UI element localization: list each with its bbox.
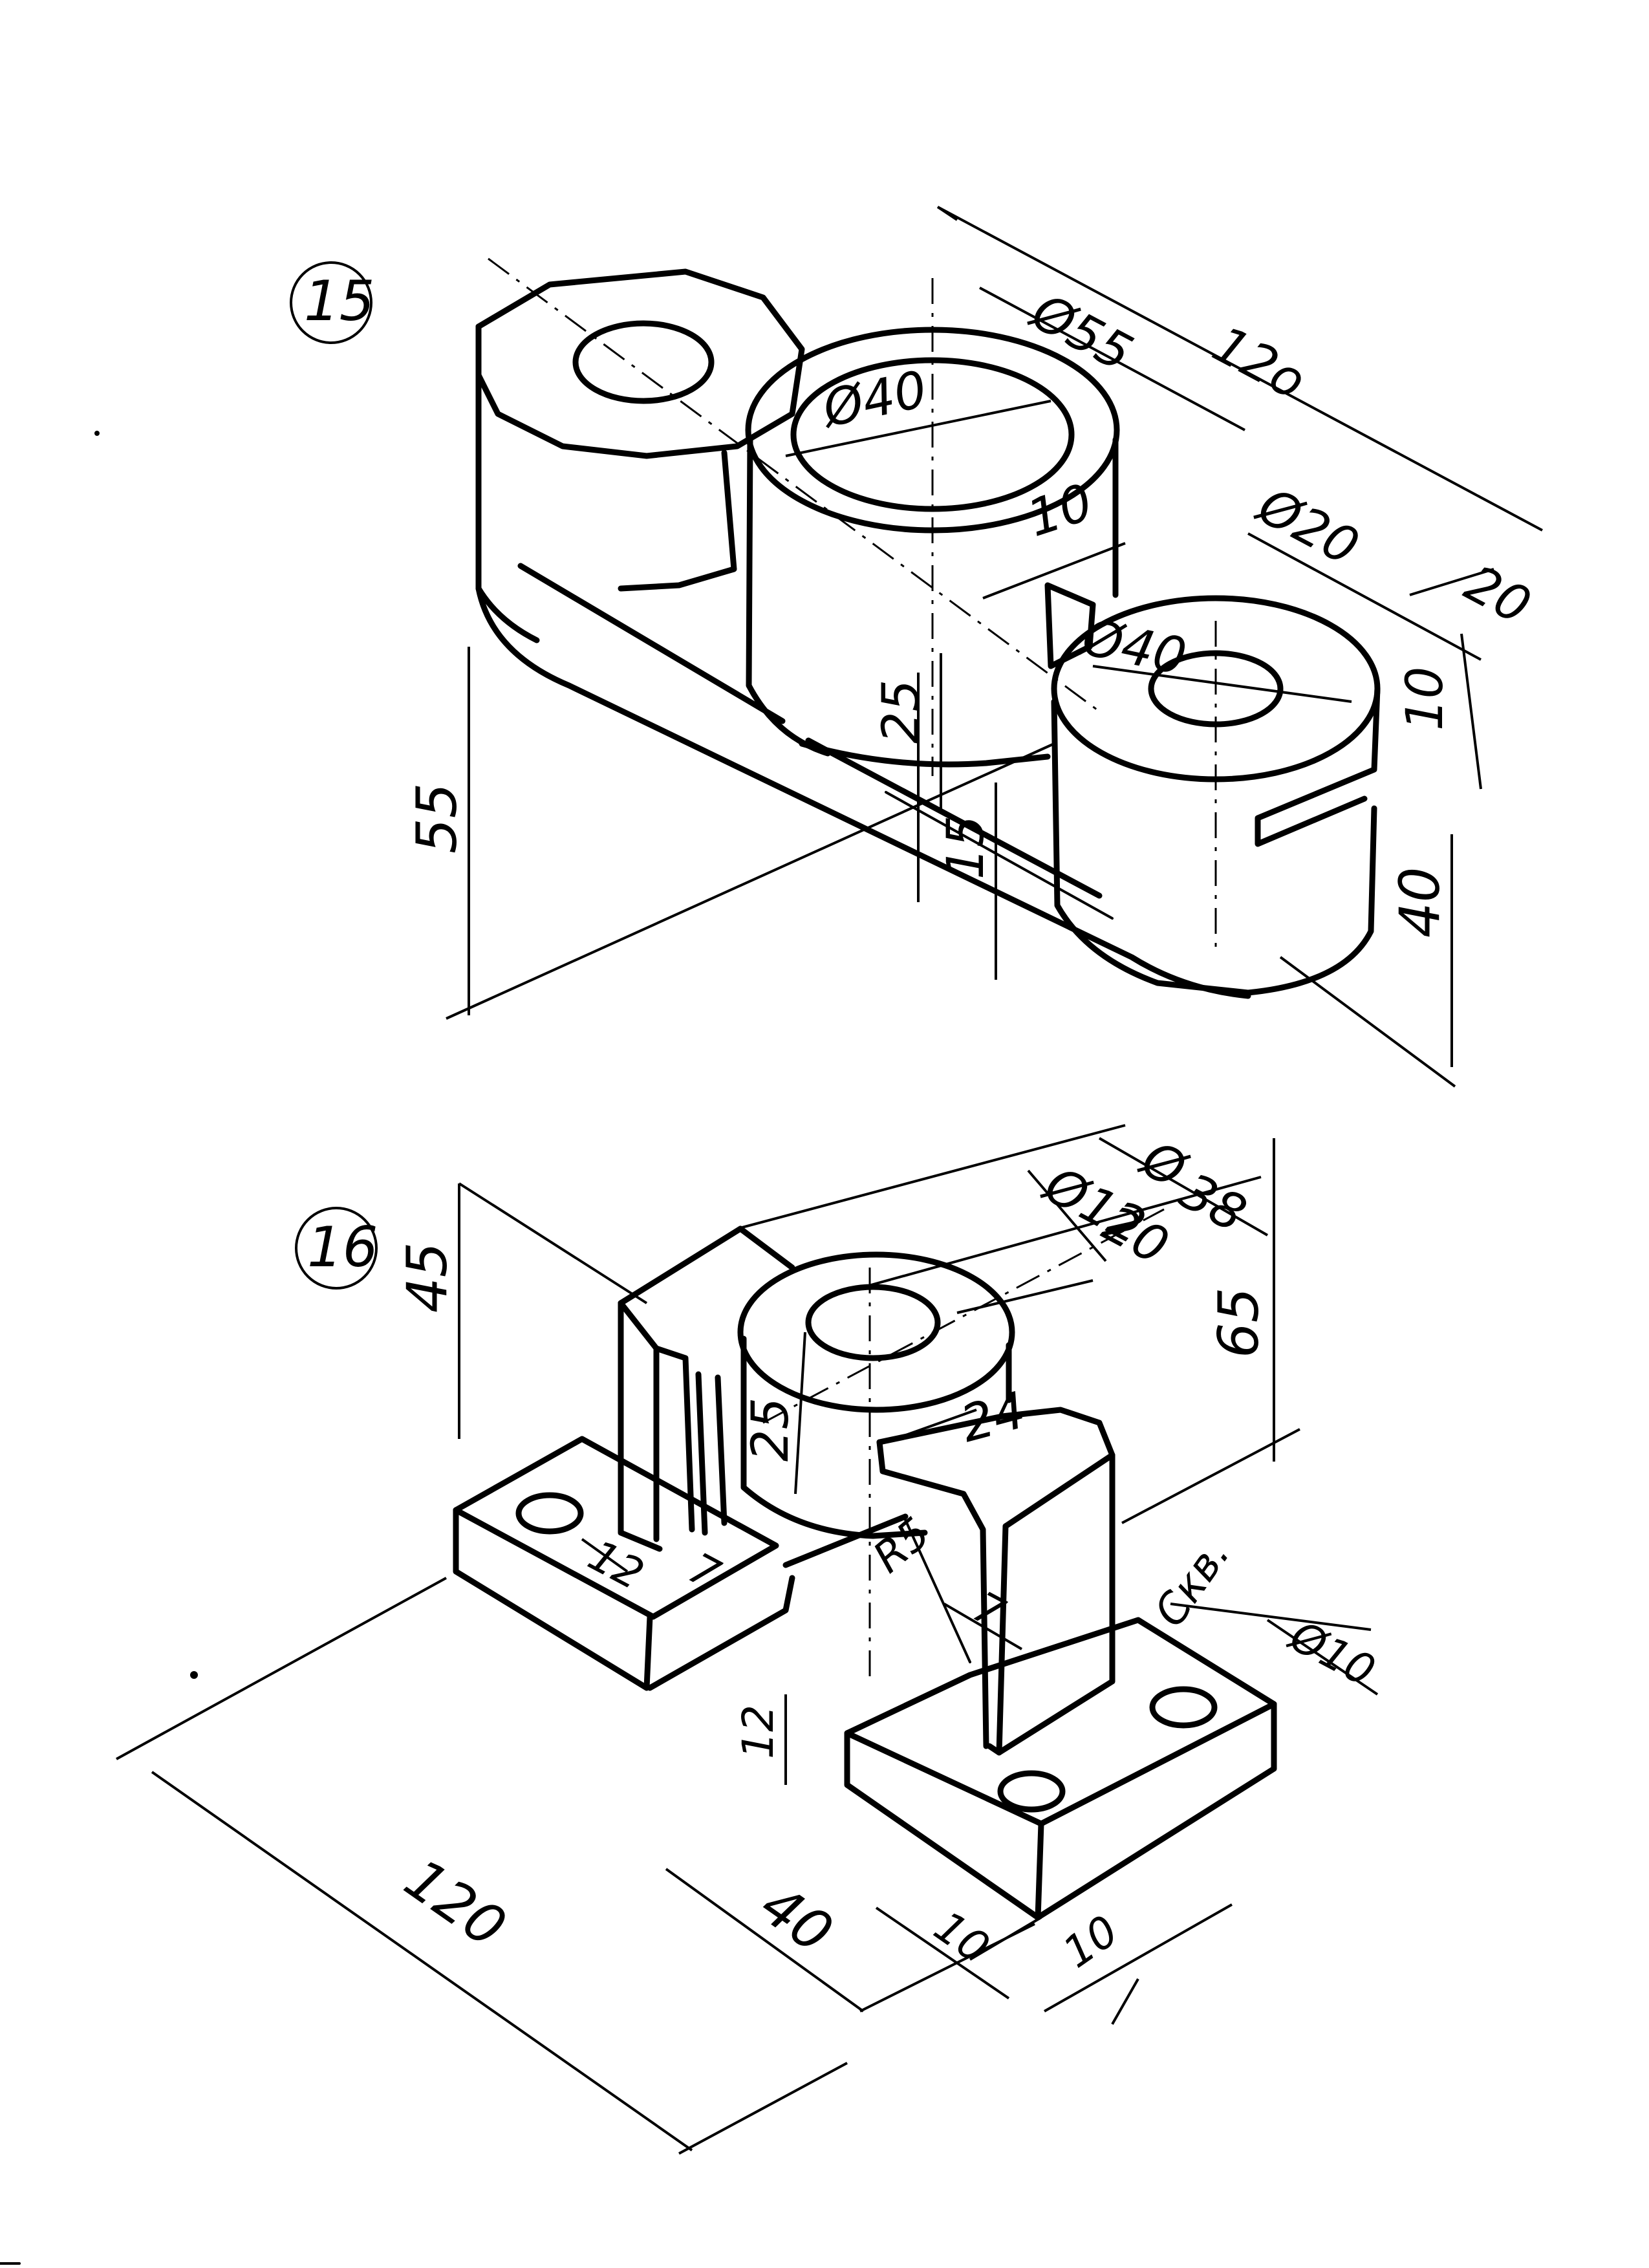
dim-label: 12	[733, 1705, 783, 1759]
web-edge	[904, 1518, 971, 1663]
dim-label: 25	[872, 680, 931, 744]
dim-label: Ø40	[1075, 608, 1191, 687]
dim-label: 25	[742, 1398, 800, 1462]
dim-label: 15	[937, 815, 995, 880]
base-plate	[475, 563, 1251, 999]
web-edge	[782, 1513, 909, 1568]
dim-label: 55	[405, 783, 469, 854]
dim-label: 20	[1456, 554, 1540, 636]
drawing-15-number: 15	[304, 269, 374, 334]
axis-line	[762, 1208, 1165, 1424]
dim-label: Ø40	[816, 360, 932, 439]
scan-speck	[190, 1671, 198, 1679]
right-bracket	[876, 1407, 1116, 1756]
dim-label: 45	[395, 1242, 460, 1313]
left-base-plate	[453, 1436, 795, 1691]
drawing-15-number-circle	[290, 261, 372, 344]
dimension-lines-16	[116, 1124, 1379, 2155]
dim-label: Скв.	[1145, 1530, 1240, 1636]
dim-label: 12о	[1203, 315, 1315, 411]
dim-label: 40	[749, 1872, 844, 1966]
dim-label: 10	[1396, 667, 1454, 731]
drawing-15: 15	[290, 206, 1543, 1088]
drawing-16-number: 16	[307, 1215, 378, 1280]
dim-label: Ø20	[1247, 476, 1368, 577]
left-bracket	[618, 1226, 795, 1552]
scan-speck	[94, 431, 100, 436]
dim-label: 10	[1054, 1906, 1127, 1978]
right-base-plate	[844, 1617, 1277, 1921]
axis-line	[488, 257, 1100, 713]
dim-label: 120	[393, 1846, 517, 1960]
dim-label: 65	[1207, 1288, 1271, 1358]
dim-label: 7	[680, 1543, 727, 1600]
dim-label: Ø10	[1280, 1610, 1383, 1696]
drawing-16-number-circle	[295, 1207, 378, 1290]
dim-label: 40	[1388, 867, 1452, 938]
dimension-lines-15	[446, 206, 1543, 1088]
drawing-16: 16	[116, 1124, 1383, 2155]
dim-label: 38	[1171, 1162, 1255, 1244]
dim-label: 10	[925, 1901, 998, 1973]
